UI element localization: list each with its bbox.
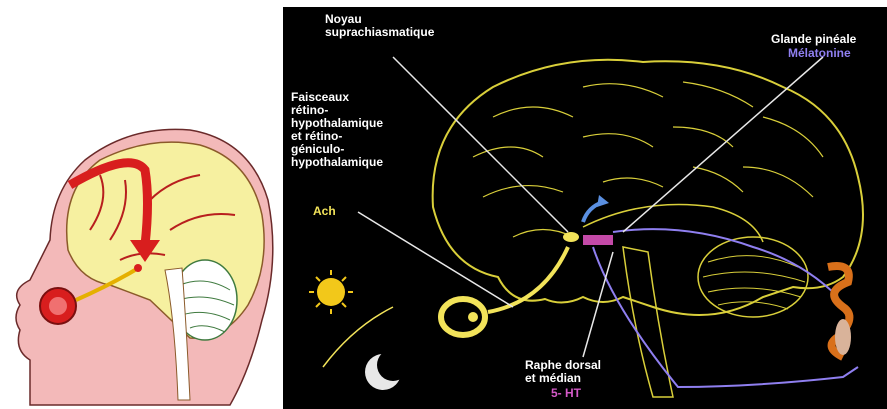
pointer-raphe bbox=[583, 252, 613, 357]
head-drawing bbox=[0, 0, 280, 409]
eye-icon bbox=[40, 288, 76, 324]
moon-icon bbox=[365, 349, 409, 390]
pointer-faisceaux bbox=[358, 212, 513, 307]
label-5ht: 5- HT bbox=[551, 387, 581, 400]
sun-icon bbox=[309, 270, 353, 314]
brain-diagram-panel: Noyau suprachiasmatique Glande pinéale M… bbox=[283, 7, 887, 409]
serotonin-pathway bbox=[593, 247, 858, 387]
scn-nucleus bbox=[563, 232, 579, 242]
eye-icon bbox=[441, 299, 485, 335]
brain-drawing bbox=[283, 7, 887, 409]
label-melatonine: Mélatonine bbox=[788, 47, 851, 60]
label-ach: Ach bbox=[313, 205, 336, 218]
cerebellum bbox=[698, 237, 808, 317]
label-noyau: Noyau suprachiasmatique bbox=[325, 13, 434, 39]
brain-outline bbox=[433, 60, 863, 315]
ganglion bbox=[835, 319, 851, 355]
label-glande: Glande pinéale bbox=[771, 33, 856, 46]
scn-dot bbox=[134, 264, 142, 272]
brain-gyri bbox=[473, 82, 823, 237]
head-illustration bbox=[0, 0, 280, 409]
pointer-noyau bbox=[393, 57, 568, 232]
arrow-head bbox=[597, 195, 609, 207]
raphe-region bbox=[583, 235, 613, 245]
label-faisceaux: Faisceaux rétino- hypothalamique et réti… bbox=[291, 91, 383, 169]
label-raphe: Raphe dorsal et médian bbox=[525, 359, 601, 385]
pointer-glande bbox=[623, 57, 823, 232]
